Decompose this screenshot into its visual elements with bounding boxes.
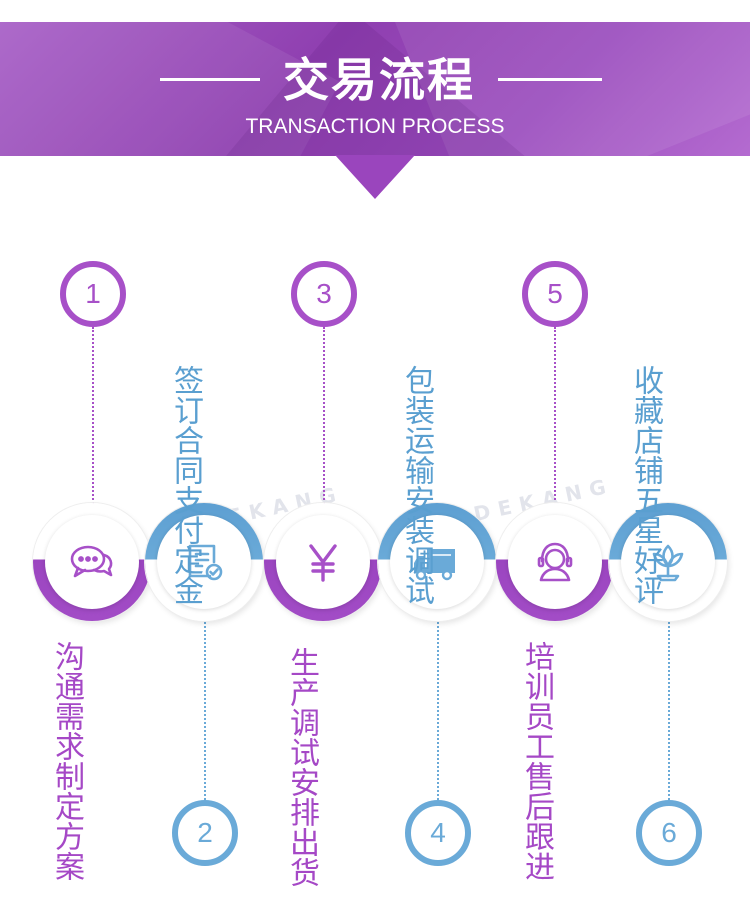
step-3 [264,503,382,621]
step-4 [378,503,496,621]
step-label-3: 生产调试安排出货 [284,647,319,887]
step-number-2: 2 [172,800,238,866]
headset-icon [537,542,573,582]
step-1 [33,503,151,621]
step-number-4: 4 [405,800,471,866]
step-label-5: 培训员工售后跟进 [519,641,554,881]
contract-check-icon [188,544,223,581]
connector-1 [92,327,94,507]
step-label-4: 包装运输安装调试 [399,365,434,605]
step-5 [496,503,614,621]
yen-icon [309,544,337,582]
title-line-right [498,78,602,81]
page-subtitle: TRANSACTION PROCESS [245,115,505,138]
connector-5 [554,327,556,507]
step-6 [609,503,727,621]
connector-4 [437,618,439,800]
page-title: 交易流程 [283,53,475,107]
step-label-2: 签订合同支付定金 [168,365,203,605]
flower-icon [652,544,684,582]
connector-6 [668,618,670,800]
title-line-left [160,78,260,81]
step-number-3: 3 [291,261,357,327]
chat-bubbles-icon [70,545,113,578]
connector-3 [323,327,325,507]
step-number-5: 5 [522,261,588,327]
step-number-1: 1 [60,261,126,327]
header-banner [0,22,750,156]
connector-2 [204,618,206,800]
step-label-1: 沟通需求制定方案 [49,641,84,881]
banner-pointer [335,155,415,199]
truck-icon [414,549,455,581]
title-row: 交易流程 [0,50,750,110]
step-number-6: 6 [636,800,702,866]
step-label-6: 收藏店铺五星好评 [628,365,663,605]
step-2 [145,503,263,621]
